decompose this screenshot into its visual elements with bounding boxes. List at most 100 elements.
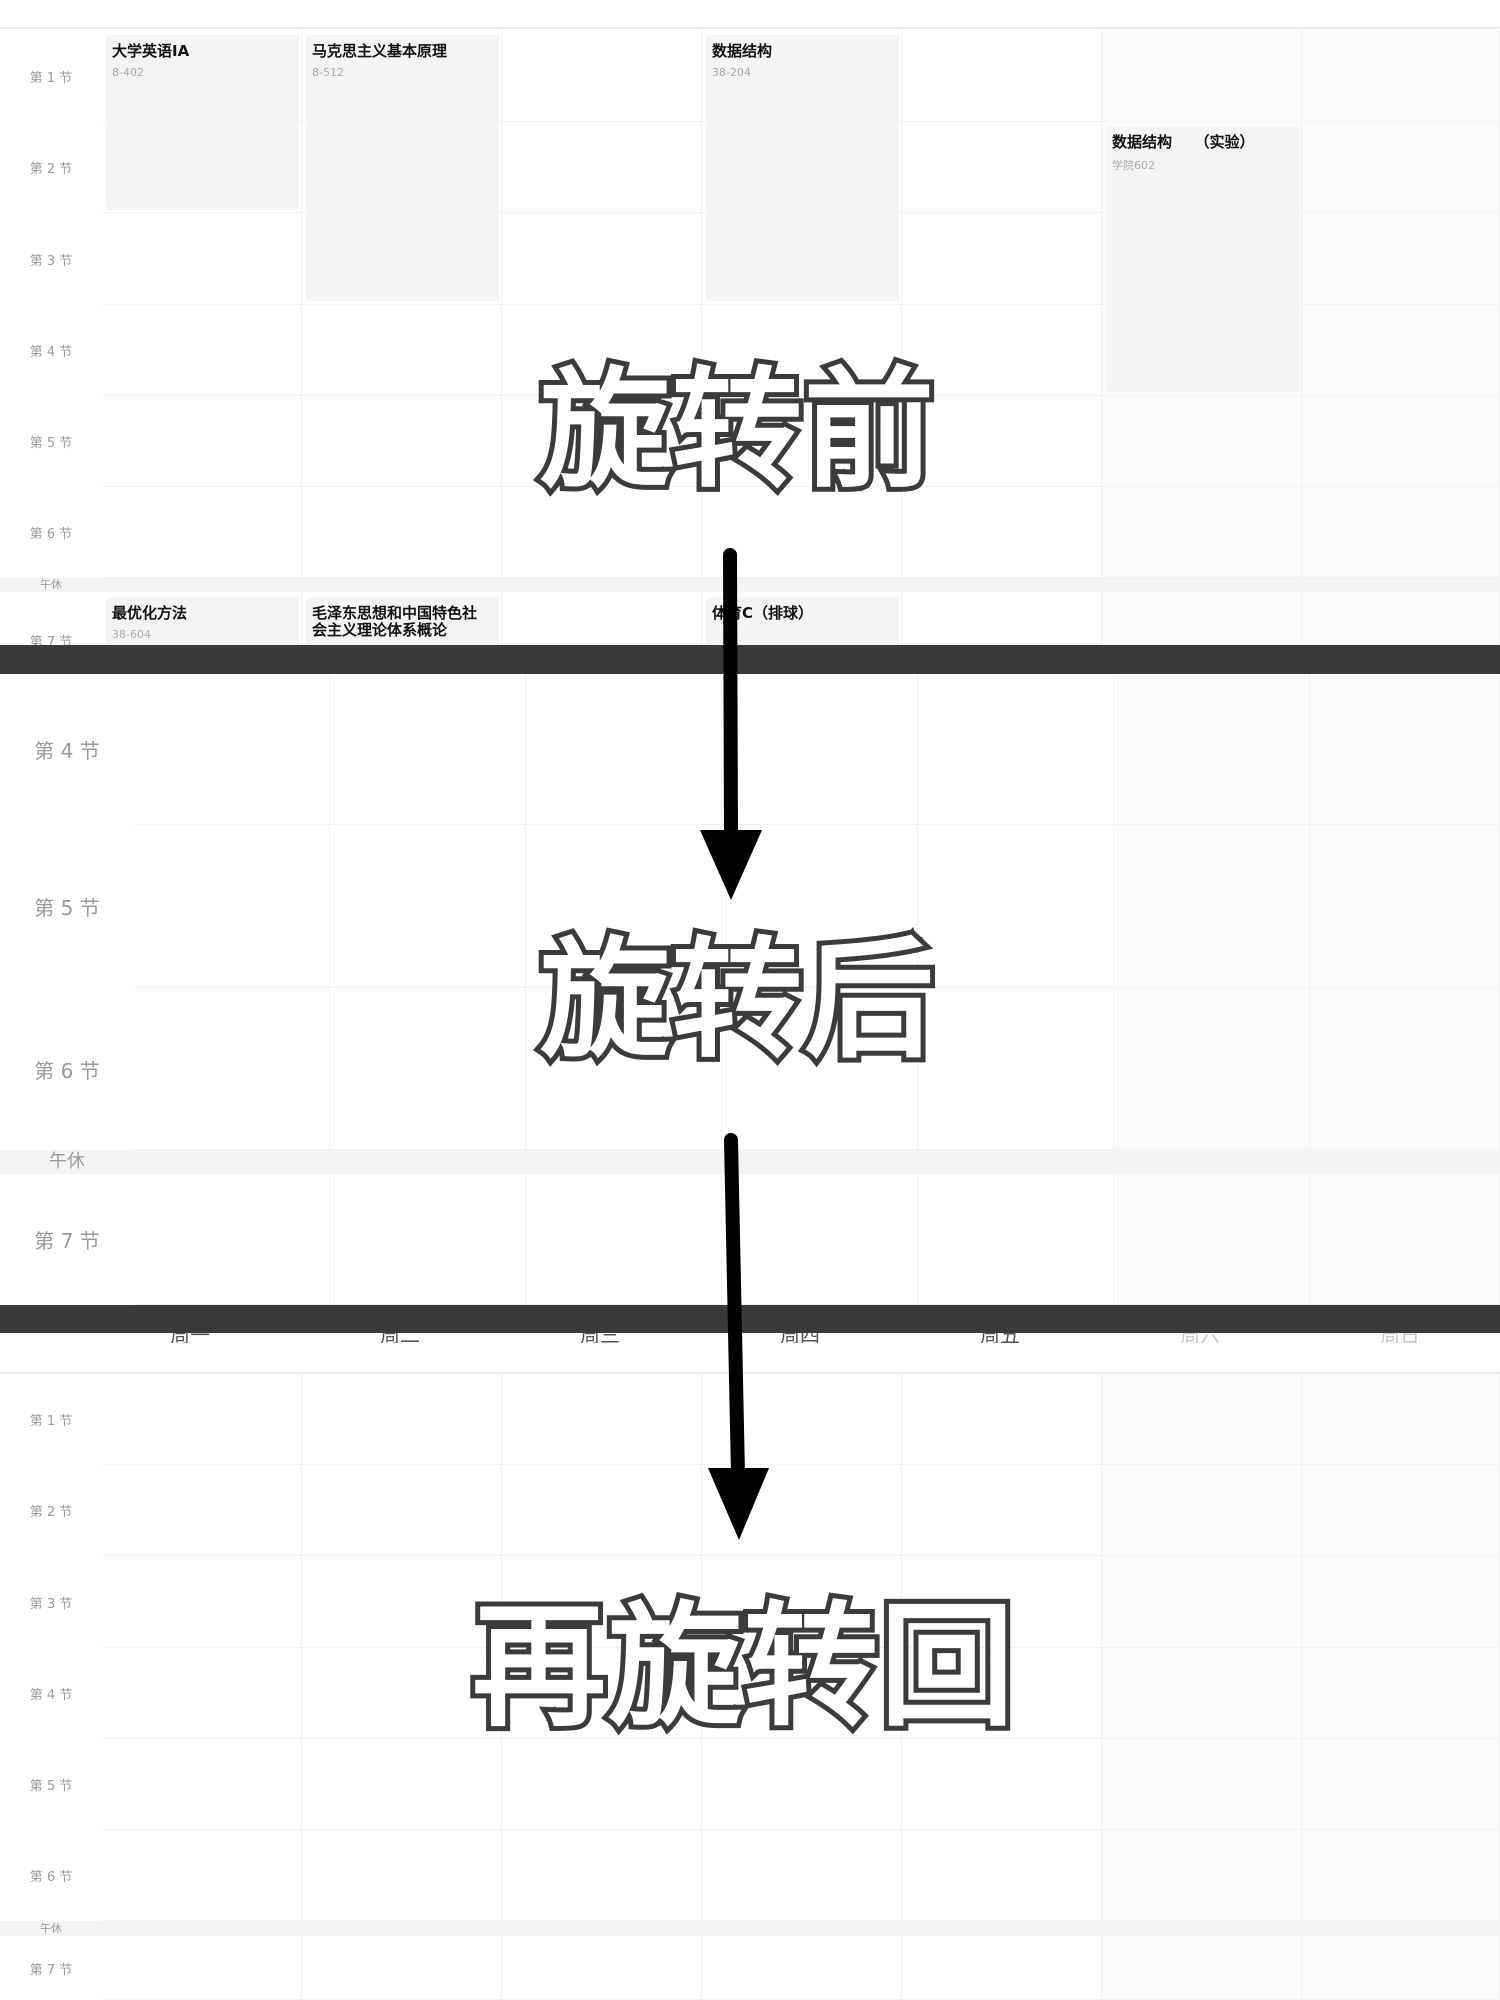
- timetable-cell[interactable]: [1102, 1739, 1302, 1830]
- timetable-cell[interactable]: [702, 396, 902, 487]
- timetable-cell[interactable]: [1302, 1374, 1500, 1465]
- timetable-cell[interactable]: [722, 825, 918, 988]
- timetable-cell[interactable]: [526, 825, 722, 988]
- timetable-cell[interactable]: [502, 1556, 702, 1648]
- timetable-cell[interactable]: [102, 213, 302, 305]
- timetable-cell[interactable]: [302, 213, 502, 305]
- timetable-cell[interactable]: [526, 1174, 722, 1305]
- timetable-cell[interactable]: [102, 1374, 302, 1465]
- timetable-cell[interactable]: [722, 674, 918, 825]
- timetable-cell[interactable]: [902, 396, 1102, 487]
- course-card[interactable]: 毛泽东思想和中国特色社 会主义理论体系概论: [306, 597, 499, 645]
- timetable-cell[interactable]: [702, 592, 902, 645]
- timetable-cell[interactable]: [1310, 988, 1500, 1150]
- timetable-cell[interactable]: [502, 213, 702, 305]
- timetable-cell[interactable]: [1114, 825, 1310, 988]
- timetable-cell[interactable]: [1302, 213, 1500, 305]
- timetable-cell[interactable]: [902, 487, 1102, 578]
- timetable-cell[interactable]: [702, 1374, 902, 1465]
- timetable-cell[interactable]: [722, 988, 918, 1150]
- course-card[interactable]: 马克思主义基本原理 8-512: [306, 35, 499, 301]
- timetable-cell[interactable]: [302, 305, 502, 396]
- timetable-cell[interactable]: [502, 1830, 702, 1921]
- timetable-cell[interactable]: [102, 592, 302, 645]
- timetable-cell[interactable]: [1102, 487, 1302, 578]
- timetable-cell[interactable]: [102, 122, 302, 213]
- timetable-cell[interactable]: [102, 1739, 302, 1830]
- timetable-cell[interactable]: [302, 1465, 502, 1556]
- timetable-cell[interactable]: [1302, 1465, 1500, 1556]
- timetable-cell[interactable]: [134, 825, 330, 988]
- timetable-cell[interactable]: [1102, 31, 1302, 122]
- timetable-cell[interactable]: [102, 396, 302, 487]
- timetable-cell[interactable]: [102, 487, 302, 578]
- timetable-cell[interactable]: [902, 1374, 1102, 1465]
- timetable-cell[interactable]: [702, 1556, 902, 1648]
- timetable-cell[interactable]: [1102, 396, 1302, 487]
- timetable-cell[interactable]: [1102, 1648, 1302, 1739]
- timetable-cell[interactable]: [702, 1465, 902, 1556]
- timetable-cell[interactable]: [302, 1830, 502, 1921]
- timetable-cell[interactable]: [1302, 1648, 1500, 1739]
- timetable-cell[interactable]: [1102, 1936, 1302, 2000]
- timetable-cell[interactable]: [1310, 825, 1500, 988]
- course-card[interactable]: 数据结构 （实验） 学院602: [1106, 126, 1299, 392]
- timetable-cell[interactable]: [902, 1830, 1102, 1921]
- timetable-cell[interactable]: [1102, 1830, 1302, 1921]
- timetable-cell[interactable]: [1302, 122, 1500, 213]
- timetable-cell[interactable]: [1310, 674, 1500, 825]
- timetable-cell[interactable]: [102, 1830, 302, 1921]
- timetable-cell[interactable]: [902, 1739, 1102, 1830]
- timetable-cell[interactable]: [502, 1374, 702, 1465]
- timetable-cell[interactable]: [1114, 674, 1310, 825]
- timetable-cell[interactable]: [502, 592, 702, 645]
- timetable-cell[interactable]: [102, 1556, 302, 1648]
- timetable-cell[interactable]: [502, 31, 702, 122]
- timetable-cell[interactable]: [902, 1465, 1102, 1556]
- timetable-cell[interactable]: [526, 988, 722, 1150]
- timetable-cell[interactable]: [330, 674, 526, 825]
- timetable-cell[interactable]: [1310, 1174, 1500, 1305]
- course-card[interactable]: 最优化方法 38-604: [106, 597, 299, 645]
- timetable-cell[interactable]: [102, 305, 302, 396]
- timetable-cell[interactable]: [302, 1648, 502, 1739]
- timetable-cell[interactable]: [502, 305, 702, 396]
- timetable-cell[interactable]: [918, 674, 1114, 825]
- timetable-cell[interactable]: [918, 988, 1114, 1150]
- timetable-cell[interactable]: [702, 1648, 902, 1739]
- timetable-cell[interactable]: [902, 31, 1102, 122]
- timetable-cell[interactable]: [330, 988, 526, 1150]
- timetable-cell[interactable]: [502, 1648, 702, 1739]
- timetable-cell[interactable]: [330, 1174, 526, 1305]
- timetable-cell[interactable]: [1302, 1830, 1500, 1921]
- timetable-cell[interactable]: [902, 592, 1102, 645]
- timetable-cell[interactable]: [134, 1174, 330, 1305]
- timetable-cell[interactable]: [1102, 1465, 1302, 1556]
- timetable-cell[interactable]: [526, 674, 722, 825]
- timetable-cell[interactable]: [302, 592, 502, 645]
- timetable-cell[interactable]: [902, 1556, 1102, 1648]
- timetable-cell[interactable]: [502, 487, 702, 578]
- timetable-cell[interactable]: [902, 1648, 1102, 1739]
- timetable-cell[interactable]: [902, 305, 1102, 396]
- timetable-cell[interactable]: [1114, 988, 1310, 1150]
- timetable-cell[interactable]: [1102, 1556, 1302, 1648]
- timetable-cell[interactable]: [1114, 1174, 1310, 1305]
- timetable-cell[interactable]: [502, 122, 702, 213]
- timetable-cell[interactable]: [302, 396, 502, 487]
- timetable-cell[interactable]: [918, 1174, 1114, 1305]
- timetable-cell[interactable]: [330, 825, 526, 988]
- timetable-cell[interactable]: [702, 1739, 902, 1830]
- timetable-cell[interactable]: [902, 213, 1102, 305]
- timetable-cell[interactable]: [1302, 1739, 1500, 1830]
- course-card[interactable]: 数据结构 38-204: [706, 35, 899, 301]
- timetable-cell[interactable]: [302, 1556, 502, 1648]
- timetable-cell[interactable]: [702, 305, 902, 396]
- timetable-cell[interactable]: [502, 1739, 702, 1830]
- timetable-cell[interactable]: [134, 674, 330, 825]
- course-card[interactable]: 体育C（排球）: [706, 597, 899, 645]
- timetable-cell[interactable]: [302, 487, 502, 578]
- timetable-cell[interactable]: [1302, 305, 1500, 396]
- timetable-cell[interactable]: [1302, 1556, 1500, 1648]
- timetable-cell[interactable]: [302, 1374, 502, 1465]
